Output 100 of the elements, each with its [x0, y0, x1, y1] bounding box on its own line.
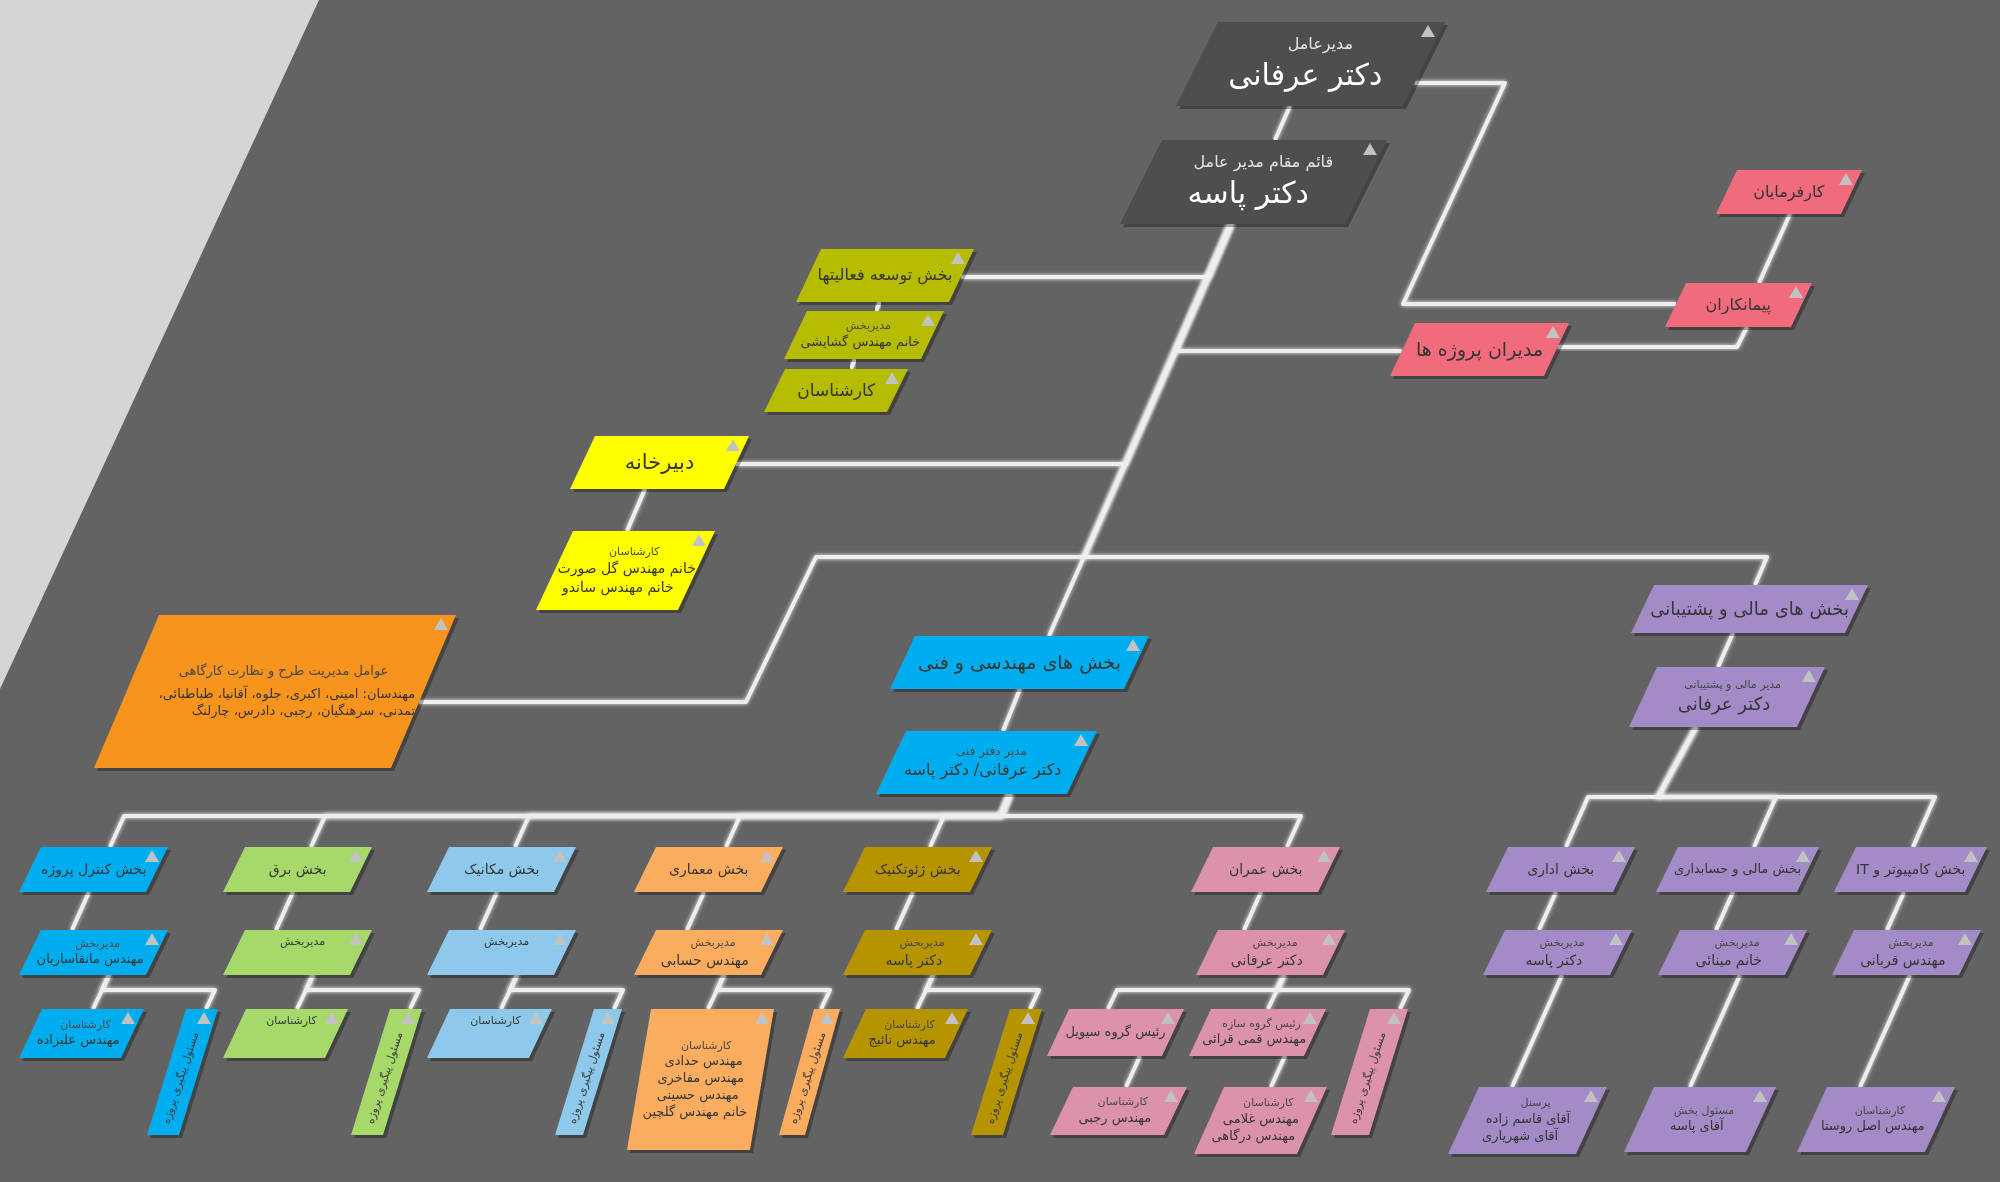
role-title: مدیر مالی و پشتیبانی	[1684, 678, 1781, 693]
role-title: قائم مقام مدیر عامل	[1193, 152, 1334, 173]
connector-line	[1275, 974, 1411, 1010]
connector-line	[1124, 1055, 1142, 1088]
person-name: دکتر پاسه	[1187, 173, 1309, 212]
person-name: خانم مهندس گلچین	[642, 1103, 748, 1121]
role-box	[223, 930, 375, 978]
connector-line	[1688, 974, 1742, 1088]
role-title: مدیربخش	[75, 936, 121, 952]
unit-box	[634, 847, 786, 895]
person-name: مهندس مانقاساریان	[36, 951, 144, 969]
role-box	[764, 369, 911, 415]
connector-line	[70, 891, 91, 931]
connector-line	[274, 891, 295, 931]
connector-line	[1557, 326, 1749, 349]
person-name: مهندس حدادی	[664, 1052, 743, 1070]
connector-line	[715, 974, 832, 1010]
unit-box	[1486, 847, 1638, 895]
unit-name: پیمانکاران	[1705, 294, 1772, 316]
person-name: مهندس حسینی	[656, 1086, 739, 1104]
person-name: مهندس مفاخری	[657, 1069, 744, 1087]
unit-name: بخش های مالی و پشتیبانی	[1650, 597, 1850, 621]
role-title: پرسنل	[1520, 1096, 1551, 1110]
role-title: رئیس گروه سیویل	[1065, 1024, 1166, 1041]
role-box	[536, 531, 718, 613]
role-title: مدیربخش	[1888, 936, 1934, 951]
role-box	[351, 1009, 425, 1138]
role-title: کارشناسان	[470, 1014, 521, 1029]
role-title: کارشناسان	[1854, 1103, 1906, 1119]
unit-name: مدیران پروژه ها	[1415, 337, 1544, 362]
role-title: مسئول بخش	[1673, 1103, 1735, 1118]
connector-line	[999, 793, 1303, 848]
role-box	[1196, 930, 1348, 978]
role-box	[427, 1009, 555, 1061]
unit-box	[1390, 323, 1572, 379]
role-box	[627, 1009, 777, 1153]
role-title: کارشناسان	[266, 1014, 317, 1029]
unit-name: بخش کامپیوتر و IT	[1856, 860, 1966, 879]
role-title: کارشناسان	[1243, 1096, 1294, 1111]
connector-line	[478, 891, 499, 931]
unit-box	[890, 636, 1152, 692]
unit-box	[1191, 847, 1343, 895]
connector-line	[1885, 891, 1906, 931]
role-title: مدیربخش	[1539, 936, 1585, 951]
role-box	[223, 1009, 351, 1061]
role-box	[971, 1009, 1045, 1138]
connector-line	[1273, 105, 1292, 141]
role-title: مسئول پیگیری پروژه	[158, 1030, 202, 1126]
person-name: مهندس غلامی	[1222, 1110, 1299, 1128]
connector-line	[1401, 81, 1676, 306]
role-box	[843, 930, 995, 978]
role-box	[1194, 1087, 1330, 1157]
connector-line	[1082, 223, 1769, 586]
connector-line	[1656, 726, 1937, 848]
unit-box	[843, 847, 995, 895]
unit-name: بخش مالی و حسابداری	[1673, 861, 1802, 878]
person-name: آقای پاسه	[1670, 1118, 1724, 1136]
person-name: آقای شهریاری	[1482, 1127, 1559, 1145]
role-box	[784, 311, 947, 362]
unit-box	[1716, 170, 1865, 217]
connector-line	[685, 891, 706, 931]
role-box	[94, 615, 459, 771]
connector-line	[1757, 213, 1792, 284]
connector-line	[1269, 1055, 1287, 1088]
person-name: مهندس نائیج	[868, 1032, 936, 1050]
unit-box	[223, 847, 375, 895]
person-name: خانم مینائی	[1695, 950, 1762, 969]
role-box	[876, 731, 1100, 797]
person-name: مهندس رجبی	[1078, 1109, 1152, 1127]
person-name: دکتر عرفانی	[1677, 692, 1771, 716]
person-name: دکتر پاسه	[1525, 950, 1583, 969]
role-title: مدیرعامل	[1287, 34, 1353, 55]
connector-line	[1510, 974, 1564, 1088]
unit-box	[19, 847, 171, 895]
person-name: دکتر پاسه	[885, 950, 943, 969]
unit-box	[796, 249, 977, 305]
connector-line	[849, 358, 857, 370]
person-name: مهندس قمی قرائی	[1202, 1031, 1307, 1049]
name-list: مهندسان: امینی، اکبری، جلوه، آقانیا، طباطبائی، تمدنی، سرهنگیان، رجبی، دادرس، چارلنگ	[125, 686, 416, 720]
unit-box	[1834, 847, 1990, 895]
connector-line	[508, 974, 625, 1010]
unit-name: بخش مکانیک	[464, 860, 540, 879]
role-title: عوامل مدیریت طرح و نظارت کارگاهی	[178, 663, 389, 681]
role-box	[19, 1009, 147, 1061]
role-title: کارشناسان	[681, 1038, 732, 1053]
role-box	[19, 930, 171, 978]
connector-line	[100, 974, 217, 1010]
role-title: کارشناسان	[884, 1017, 935, 1033]
role-title: مدیربخش	[280, 935, 326, 950]
person-name: آقای قاسم زاده	[1485, 1110, 1571, 1127]
role-title: مدیربخش	[845, 319, 891, 334]
role-box	[555, 1009, 625, 1138]
role-title: کارشناسان	[1097, 1095, 1148, 1110]
role-title: رئیس گروه سازه	[1222, 1016, 1301, 1032]
role-box	[147, 1009, 221, 1138]
role-title: مسئول پیگیری پروژه	[362, 1030, 406, 1126]
role-box	[779, 1009, 843, 1138]
person-name: خانم مهندس گل صورت	[557, 559, 696, 578]
person-name: مهندس اصل روستا	[1820, 1118, 1925, 1136]
role-title: کارشناسان	[60, 1017, 111, 1033]
